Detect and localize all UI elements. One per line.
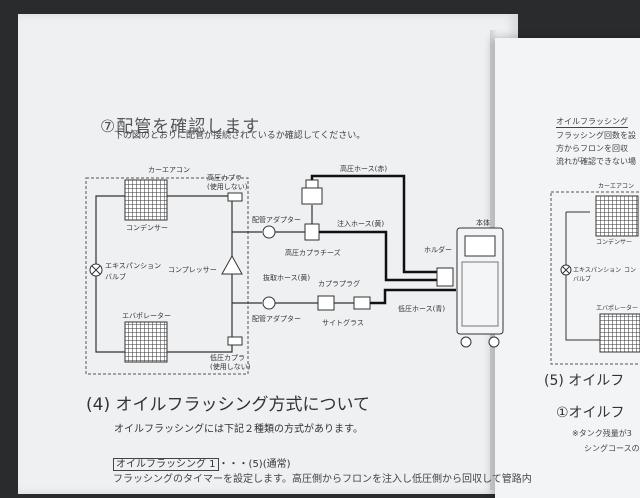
pipe-adapter-bottom (262, 296, 276, 310)
main-unit-screen (464, 235, 496, 257)
right-car-aircon: カーエアコン (598, 183, 634, 190)
right-line1: フラッシング回数を設 (556, 131, 636, 140)
compressor-label: コンプレッサー (168, 266, 217, 274)
right-note1: ※タンク残量が3 (572, 429, 632, 438)
condenser-label: コンデンサー (126, 223, 168, 232)
evaporator-grid (124, 321, 168, 363)
evaporator-label: エバポレーター (122, 311, 171, 320)
piping-diagram: カーエアコン コンデンサー エバポレーター エキスパンション バルブ コンプレッ… (85, 164, 640, 375)
high-coupler-tees (304, 223, 320, 241)
right-line3: 流れが確認できない場 (556, 157, 636, 166)
condenser-grid (124, 179, 168, 221)
low-coupler-unused: (使用しない) (210, 362, 251, 371)
flush1-suffix: ・・・(5)(通常) (218, 459, 291, 470)
high-coupler-tees-label: 高圧カプラチーズ (285, 248, 341, 257)
sight-glass (317, 295, 335, 311)
holder-label: ホルダー (424, 245, 452, 254)
high-hose-label: 高圧ホース(赤) (340, 164, 387, 173)
low-coupler-label: 低圧カプラ (210, 353, 245, 362)
injection-hose-label: 注入ホース(黄) (337, 219, 384, 228)
low-pressure-hose (370, 288, 456, 305)
right-heading: オイルフラッシング (556, 117, 628, 128)
expansion-valve-label-1: エキスパンション (105, 262, 161, 270)
expansion-valve-label-2: バルブ (105, 272, 126, 281)
section-title: ⑦配管を確認します (100, 117, 261, 137)
coupler-plug-label: カプラプラグ (318, 279, 360, 288)
flush1-label: オイルフラッシング 1 (113, 458, 219, 471)
high-coupler-label: 高圧カプラ (207, 173, 242, 182)
aircon-frame (85, 177, 249, 375)
right-condenser: コンデンサー (596, 238, 632, 246)
right-expansion-1: エキスパンション (573, 267, 621, 274)
injection-hose (319, 230, 440, 282)
high-coupler-unused: (使用しない) (207, 182, 248, 191)
right-note2: シングコースの (584, 444, 640, 453)
low-coupler-symbol (227, 336, 243, 346)
main-unit-label: 本体 (476, 218, 490, 227)
pipe-adapter-bottom-label: 配管アダプター (252, 314, 301, 323)
right-diagram-frame (550, 191, 640, 365)
compressor-symbol (221, 254, 243, 275)
right-section5: (5) オイルフ (544, 373, 625, 389)
right-sub1: ①オイルフ (556, 405, 625, 421)
car-aircon-label: カーエアコン (148, 166, 190, 174)
flush1-body: フラッシングのタイマーを設定します。高圧側からフロンを注入し低圧側から回収して管… (113, 474, 532, 485)
pipe-adapter-top-label: 配管アダプター (252, 215, 301, 224)
right-expansion-2: バルブ (573, 275, 591, 283)
left-page (18, 14, 518, 494)
sight-glass-label: サイトグラス (322, 318, 364, 327)
extraction-hose-label: 抜取ホース(黄) (263, 273, 310, 282)
section4-body: オイルフラッシングには下記２種類の方式があります。 (114, 424, 363, 435)
section4-title: (4) オイルフラッシング方式について (86, 395, 370, 415)
right-evaporator: エバポレーター (596, 304, 638, 312)
high-pressure-hose (310, 174, 445, 274)
flush1-line: オイルフラッシング 1・・・(5)(通常) (113, 455, 291, 471)
lead-text: 下の図のとおりに配管が接続されているか確認してください。 (114, 131, 366, 141)
right-line2: 方からフロンを回収 (556, 144, 628, 153)
holder-symbol (436, 267, 454, 287)
high-coupler-symbol (227, 192, 243, 202)
low-hose-label: 低圧ホース(青) (398, 304, 445, 313)
right-comp: コン (624, 267, 636, 274)
pipe-adapter-top (262, 225, 276, 239)
